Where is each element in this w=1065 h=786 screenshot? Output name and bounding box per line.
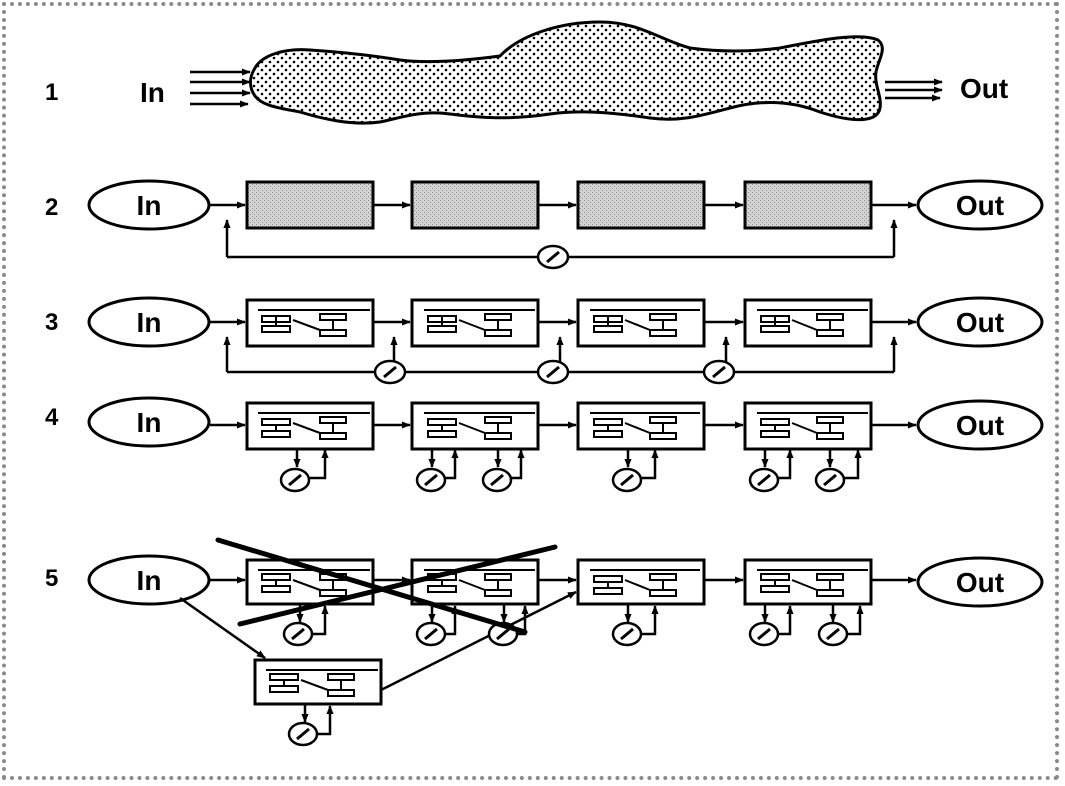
- control-nodes: [282, 621, 849, 747]
- cross-out-lines: [215, 537, 558, 635]
- control-nodes: [279, 467, 846, 493]
- row-4: 4 In Out: [45, 396, 1044, 493]
- output-arrows: [885, 78, 943, 102]
- in-node: [87, 396, 211, 448]
- in-label: In: [137, 307, 162, 338]
- input-arrows: [190, 68, 251, 108]
- out-label: Out: [956, 190, 1004, 221]
- out-node: [916, 179, 1044, 231]
- row-3: 3 In Out: [45, 296, 1044, 385]
- stage-internals: [258, 412, 868, 440]
- out-node: [916, 296, 1044, 348]
- row-number: 4: [45, 404, 59, 431]
- out-node: [916, 556, 1044, 608]
- stage-internals: [258, 309, 868, 337]
- shaded-stages: [245, 180, 873, 230]
- row-2: 2 In Out: [45, 179, 1044, 270]
- out-label: Out: [956, 567, 1004, 598]
- row-5: 5 In Out: [45, 537, 1044, 747]
- in-label: In: [137, 407, 162, 438]
- stage-arrows: [179, 576, 917, 692]
- out-node: [916, 399, 1044, 451]
- control-node: [536, 244, 570, 270]
- out-label: Out: [956, 410, 1004, 441]
- out-label: Out: [956, 307, 1004, 338]
- unstructured-blob: [249, 20, 884, 125]
- row-number: 5: [45, 565, 58, 592]
- in-label: In: [137, 565, 162, 596]
- row-number: 1: [45, 79, 58, 106]
- row-1: 1 In Out: [45, 20, 1008, 125]
- in-node: [87, 179, 211, 231]
- control-nodes: [373, 359, 736, 385]
- in-label: In: [140, 77, 165, 108]
- out-label: Out: [960, 73, 1008, 104]
- in-node: [87, 296, 211, 348]
- in-label: In: [137, 190, 162, 221]
- local-feedback-loops: [293, 449, 862, 480]
- in-node: [87, 554, 211, 606]
- local-feedback-loops: [296, 604, 864, 736]
- row-number: 3: [45, 309, 58, 336]
- row-number: 2: [45, 194, 58, 221]
